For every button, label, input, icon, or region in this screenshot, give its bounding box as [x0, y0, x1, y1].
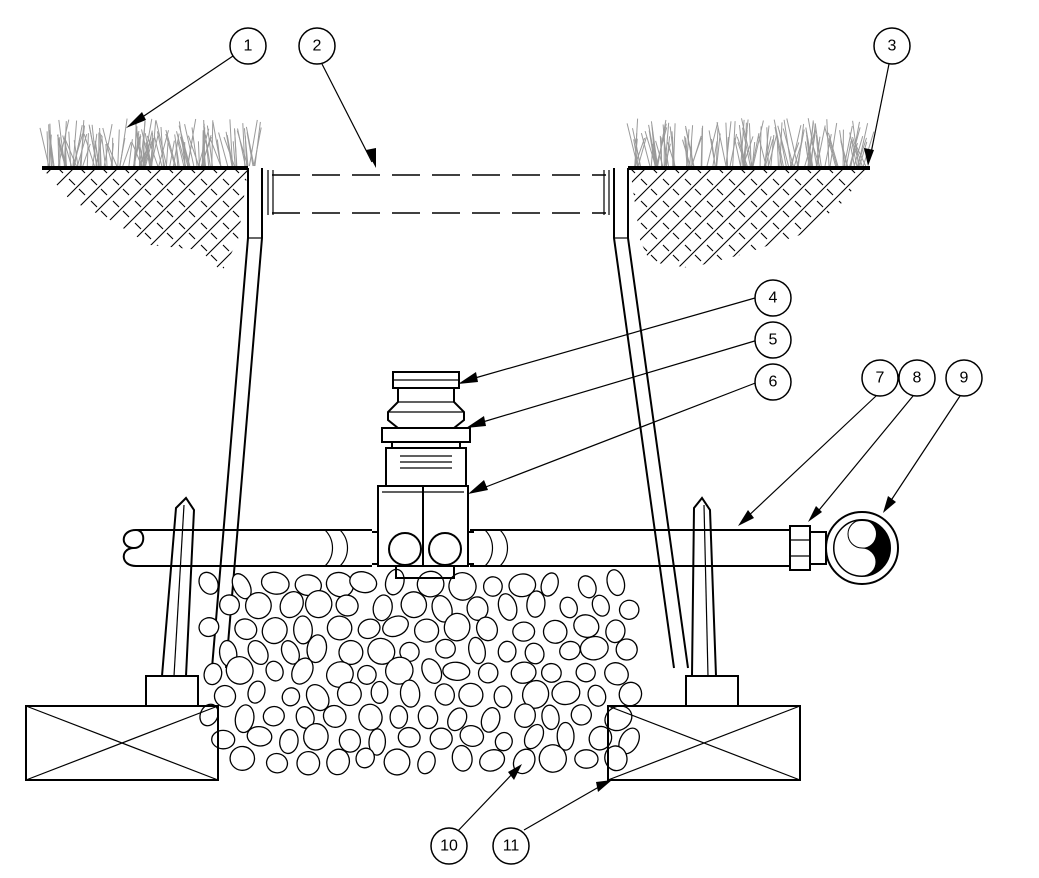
- support-block: [607, 675, 801, 781]
- valve-box-wall-left: [211, 168, 263, 669]
- valve-box-lid: [267, 170, 610, 215]
- gravel-bed: [198, 568, 643, 776]
- callout-2: 2: [298, 27, 336, 65]
- stake-left: [160, 496, 196, 677]
- callout-7: 7: [861, 359, 899, 397]
- callout-label-10: 10: [440, 838, 458, 855]
- valve-body: [381, 388, 471, 487]
- leader-lines: [126, 55, 961, 835]
- callout-label-6: 6: [769, 374, 778, 391]
- callout-label-2: 2: [313, 38, 322, 55]
- grass-left: [39, 118, 262, 167]
- callout-9: 9: [945, 359, 983, 397]
- callout-6: 6: [754, 363, 792, 401]
- soil-left: [42, 168, 248, 272]
- coupling: [789, 525, 827, 571]
- pipe-end: [825, 511, 899, 585]
- callout-1: 1: [229, 27, 267, 65]
- valve-tee: [372, 485, 474, 579]
- callout-10: 10: [430, 827, 468, 865]
- callout-label-8: 8: [913, 370, 922, 387]
- soil-right: [630, 168, 870, 268]
- callout-label-3: 3: [888, 38, 897, 55]
- callout-4: 4: [754, 279, 792, 317]
- callout-label-5: 5: [769, 332, 778, 349]
- callout-label-1: 1: [244, 38, 253, 55]
- grass-right: [626, 118, 875, 167]
- stake-right: [690, 496, 718, 677]
- support-block-left: [25, 675, 219, 781]
- callout-label-7: 7: [876, 370, 885, 387]
- callout-label-11: 11: [503, 838, 520, 855]
- callout-11: 11: [492, 827, 530, 865]
- callout-label-4: 4: [769, 290, 778, 307]
- valve-cap: [392, 371, 460, 389]
- callout-3: 3: [873, 27, 911, 65]
- valve-box-wall-right: [613, 168, 689, 669]
- lateral-pipe: [122, 529, 790, 567]
- callout-label-9: 9: [960, 370, 969, 387]
- callout-8: 8: [898, 359, 936, 397]
- callout-5: 5: [754, 321, 792, 359]
